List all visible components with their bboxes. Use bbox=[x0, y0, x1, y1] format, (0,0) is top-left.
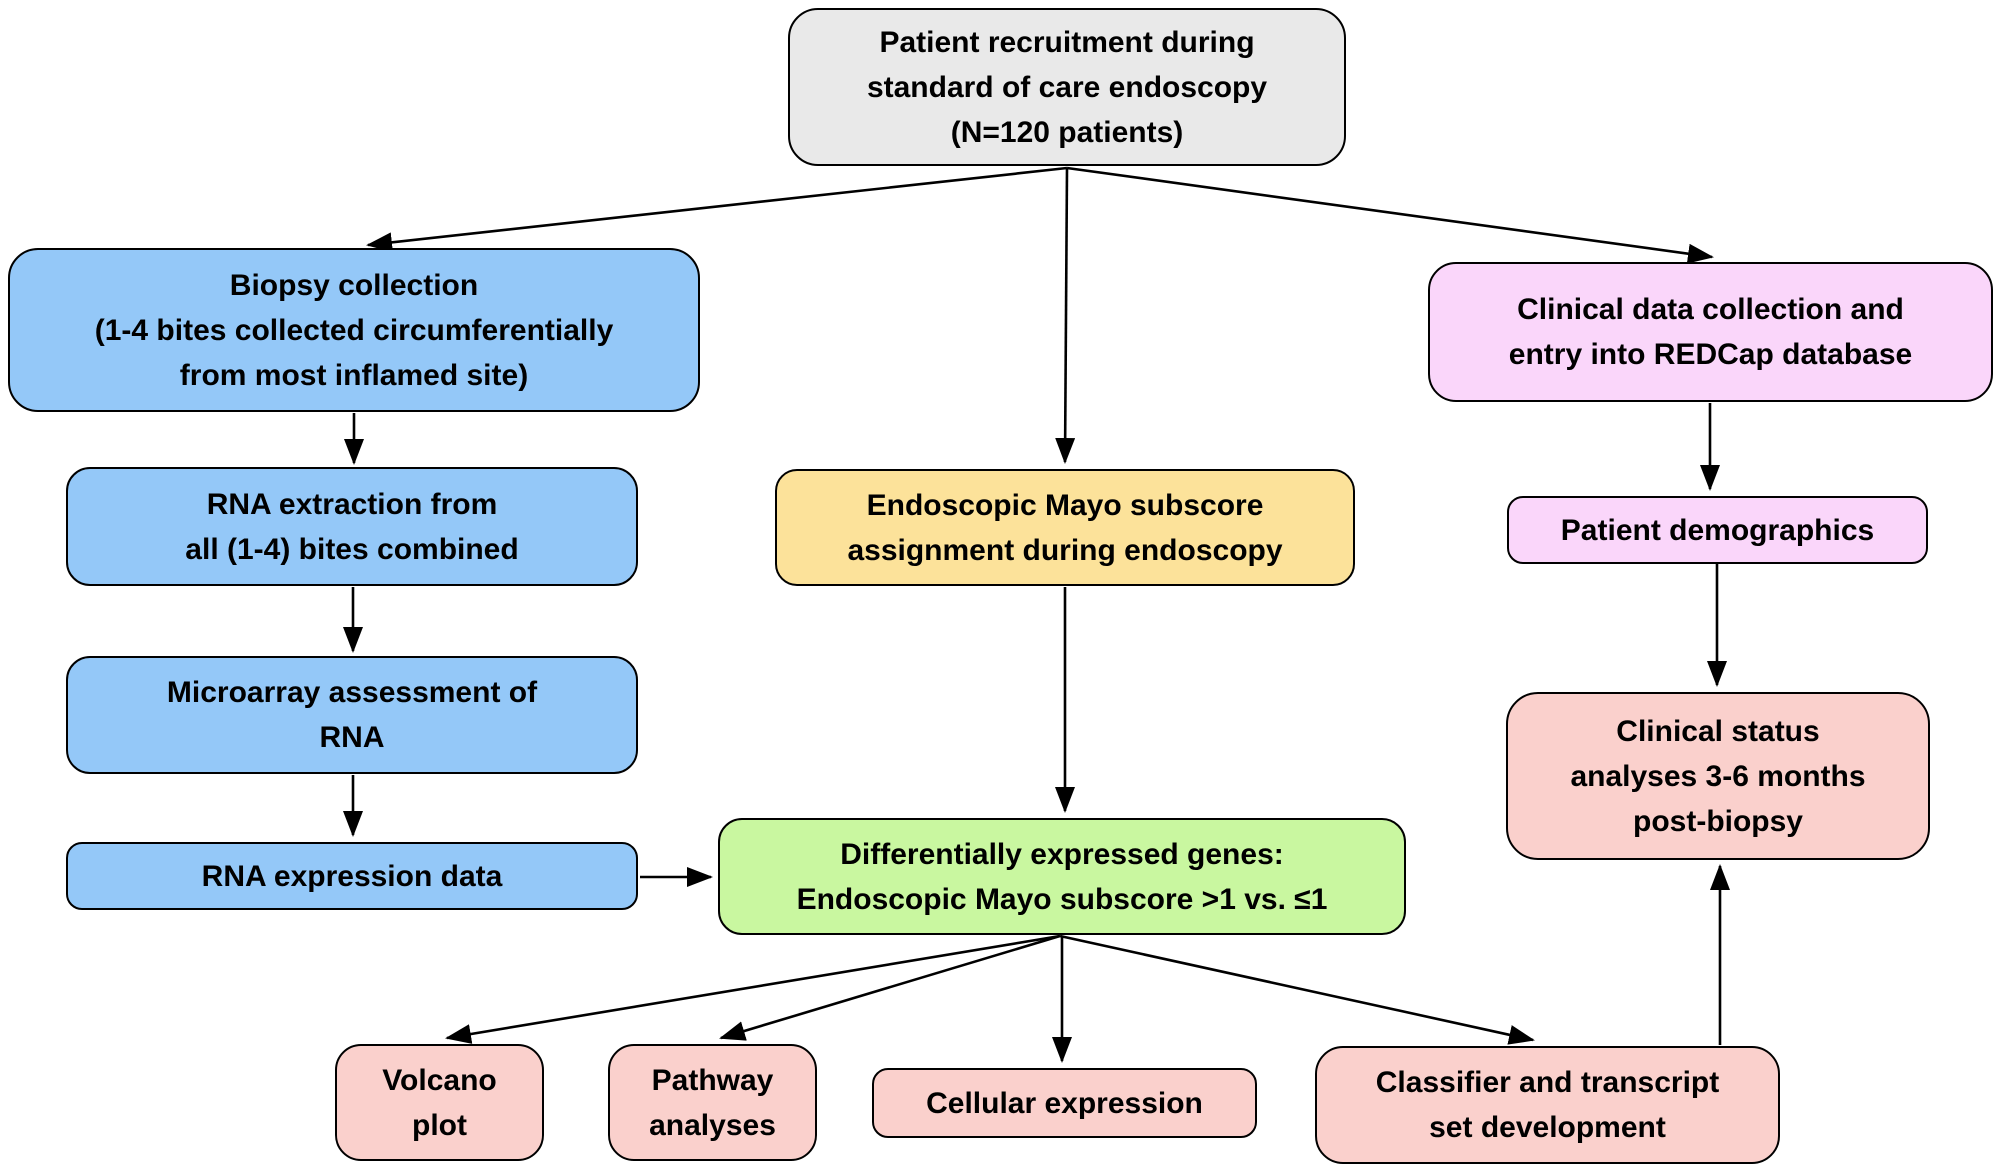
arrow-genes-to-classifier bbox=[1059, 934, 1535, 1045]
node-clinical-status-line2: analyses 3-6 months bbox=[1570, 759, 1866, 793]
node-clinical-status-line1: Clinical status bbox=[1616, 714, 1820, 748]
node-clinical-data-line2: entry into REDCap database bbox=[1508, 338, 1913, 371]
node-classifier-line2: set development bbox=[1429, 1111, 1666, 1144]
node-rna-expression-data-line1: RNA expression data bbox=[201, 859, 503, 893]
node-pathway-analyses: Pathway analyses bbox=[608, 1044, 817, 1161]
node-mayo-subscore-line2: assignment during endoscopy bbox=[847, 533, 1283, 567]
node-clinical-status-line3: post-biopsy bbox=[1633, 804, 1803, 838]
arrow-genes-to-volcano bbox=[445, 934, 1061, 1044]
node-biopsy-collection-line2: (1-4 bites collected circumferentially bbox=[94, 313, 614, 347]
node-patient-recruitment-line2: standard of care endoscopy bbox=[866, 70, 1268, 104]
node-clinical-data-line1: Clinical data collection and bbox=[1517, 293, 1904, 326]
node-clinical-status-analyses: Clinical status analyses 3-6 months post… bbox=[1506, 692, 1930, 860]
node-rna-extraction-line2: all (1-4) bites combined bbox=[185, 532, 519, 566]
node-microarray-assessment-line2: RNA bbox=[319, 721, 385, 754]
node-microarray-assessment: Microarray assessment of RNA bbox=[66, 656, 638, 774]
node-volcano-plot-line2: plot bbox=[412, 1108, 467, 1142]
node-patient-demographics: Patient demographics bbox=[1507, 496, 1928, 564]
arrow-recruitment-to-biopsy bbox=[366, 166, 1068, 253]
arrow-recruitment-to-mayo bbox=[1055, 167, 1076, 464]
node-patient-demographics-line1: Patient demographics bbox=[1560, 513, 1875, 547]
node-rna-expression-data: RNA expression data bbox=[66, 842, 638, 910]
node-clinical-data-collection: Clinical data collection and entry into … bbox=[1428, 262, 1993, 402]
node-differentially-expressed-genes: Differentially expressed genes: Endoscop… bbox=[718, 818, 1406, 935]
node-mayo-subscore-line1: Endoscopic Mayo subscore bbox=[866, 488, 1264, 522]
node-patient-recruitment-line1: Patient recruitment during bbox=[879, 25, 1255, 59]
node-classifier-development: Classifier and transcript set developmen… bbox=[1315, 1046, 1780, 1164]
node-biopsy-collection: Biopsy collection (1-4 bites collected c… bbox=[8, 248, 700, 412]
node-volcano-plot: Volcano plot bbox=[335, 1044, 544, 1161]
node-rna-extraction-line1: RNA extraction from bbox=[206, 487, 498, 521]
arrow-recruitment-to-clinical-data bbox=[1066, 166, 1714, 264]
node-pathway-analyses-line1: Pathway bbox=[651, 1063, 774, 1097]
node-biopsy-collection-line1: Biopsy collection bbox=[229, 268, 479, 302]
node-rna-extraction: RNA extraction from all (1-4) bites comb… bbox=[66, 467, 638, 586]
node-genes-line1: Differentially expressed genes: bbox=[840, 837, 1284, 871]
node-mayo-subscore-assignment: Endoscopic Mayo subscore assignment duri… bbox=[775, 469, 1355, 586]
node-cellular-expression: Cellular expression bbox=[872, 1068, 1257, 1138]
node-patient-recruitment: Patient recruitment during standard of c… bbox=[788, 8, 1346, 166]
node-cellular-expression-line1: Cellular expression bbox=[926, 1086, 1203, 1120]
node-classifier-line1: Classifier and transcript bbox=[1375, 1066, 1720, 1099]
node-pathway-analyses-line2: analyses bbox=[649, 1108, 776, 1142]
node-volcano-plot-line1: Volcano bbox=[382, 1063, 497, 1097]
node-patient-recruitment-line3: (N=120 patients) bbox=[950, 115, 1184, 149]
node-genes-line2: Endoscopic Mayo subscore >1 vs. ≤1 bbox=[796, 882, 1328, 916]
node-biopsy-collection-line3: from most inflamed site) bbox=[179, 358, 529, 392]
arrow-genes-to-pathway bbox=[719, 934, 1061, 1041]
node-microarray-assessment-line1: Microarray assessment of bbox=[166, 676, 538, 709]
